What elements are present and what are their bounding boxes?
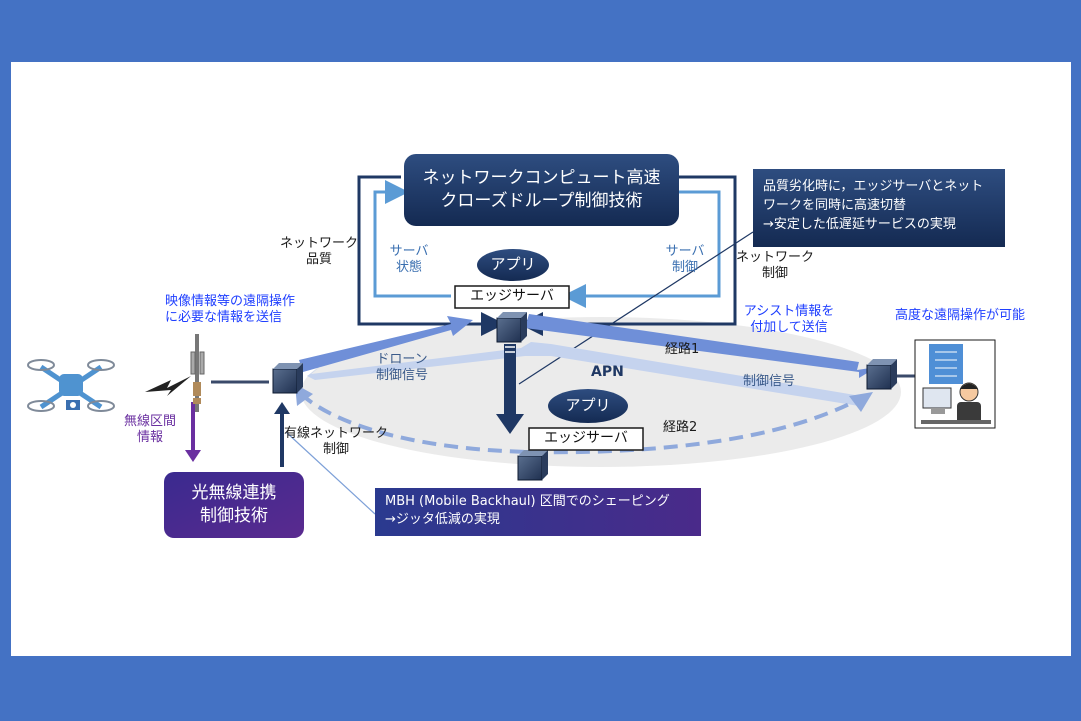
edge-server-box-2 bbox=[528, 427, 644, 451]
quality-line3: →安定した低遅延サービスの実現 bbox=[763, 216, 956, 232]
nc-title-line2: クローズドループ制御技術 bbox=[440, 191, 643, 211]
wireless-signal-icon bbox=[145, 376, 191, 396]
control-signal-label: 制御信号 bbox=[743, 374, 796, 389]
edge2-cube bbox=[517, 450, 548, 481]
drone-control-label: ドローン 制御信号 bbox=[375, 352, 428, 384]
mbh-callout-text: MBH (Mobile Backhaul) 区間でのシェーピング →ジッタ低減の… bbox=[385, 493, 670, 529]
route2-arrowhead-right bbox=[849, 392, 873, 412]
callout-line-mbh bbox=[285, 431, 376, 515]
outer-control-loop bbox=[357, 175, 505, 336]
edge1-cube bbox=[496, 312, 527, 343]
quality-line1: 品質劣化時に，エッジサーバとネット bbox=[763, 179, 984, 194]
app-label-1: アプリ bbox=[490, 255, 536, 273]
route1-arrow bbox=[525, 314, 877, 378]
mbh-line1: MBH (Mobile Backhaul) 区間でのシェーピング bbox=[385, 494, 670, 509]
optical-line2: 制御技術 bbox=[200, 506, 268, 526]
app-label-2: アプリ bbox=[565, 396, 611, 414]
server-state-label: サーバ 状態 bbox=[389, 244, 429, 276]
drone-icon bbox=[27, 359, 115, 412]
remote-operation-label: 高度な遠隔操作が可能 bbox=[895, 308, 1026, 323]
optical-wireless-title: 光無線連携 制御技術 bbox=[164, 472, 304, 538]
nw-quality-label: ネットワーク 品質 bbox=[279, 236, 358, 268]
edge-handover-arrow-body bbox=[504, 344, 516, 414]
server-ctrl-label: サーバ 制御 bbox=[665, 244, 705, 276]
nc-title-line1: ネットワークコンピュート高速 bbox=[422, 168, 661, 189]
outer-control-loop-right bbox=[519, 175, 737, 336]
wireless-info-arrow bbox=[191, 402, 195, 452]
edge-server-label-1: エッジサーバ bbox=[470, 288, 554, 304]
inner-control-loop-right bbox=[562, 190, 721, 308]
video-uplink-arrow bbox=[299, 316, 473, 372]
inner-control-loop bbox=[373, 180, 451, 298]
slide: ネットワークコンピュート高速 クローズドループ制御技術 品質劣化時に，エッジサー… bbox=[11, 62, 1071, 656]
router-cube-remote-side bbox=[866, 359, 897, 390]
router-cube-drone-side bbox=[272, 363, 303, 394]
mbh-line2: →ジッタ低減の実現 bbox=[385, 512, 500, 528]
route2-label: 経路2 bbox=[663, 420, 698, 435]
mbh-callout-box bbox=[375, 488, 701, 536]
route1-label: 経路1 bbox=[665, 342, 700, 357]
wired-control-arrow bbox=[280, 412, 284, 467]
quality-line2: ワークを同時に高速切替 bbox=[763, 197, 907, 213]
nc-control-box bbox=[404, 154, 679, 226]
quality-callout-box bbox=[753, 169, 1005, 247]
nw-ctrl-label: ネットワーク 制御 bbox=[735, 250, 814, 282]
optical-line1: 光無線連携 bbox=[191, 483, 277, 504]
callout-line-quality bbox=[518, 231, 754, 385]
remote-operator-icon bbox=[914, 339, 996, 429]
diagram-canvas bbox=[27, 154, 1005, 538]
wireless-info-label: 無線区間 情報 bbox=[123, 414, 176, 446]
antenna-tower-icon bbox=[190, 334, 205, 412]
app-bubble-1 bbox=[477, 249, 549, 281]
quality-callout-text: 品質劣化時に，エッジサーバとネット ワークを同時に高速切替 →安定した低遅延サー… bbox=[763, 178, 983, 235]
wired-control-label: 有線ネットワーク 制御 bbox=[283, 426, 388, 458]
nc-control-title: ネットワークコンピュート高速 クローズドループ制御技術 bbox=[404, 154, 679, 226]
edge-server-box-1 bbox=[454, 285, 570, 309]
edge-server-label-2: エッジサーバ bbox=[544, 430, 628, 446]
video-info-label: 映像情報等の遠隔操作 に必要な情報を送信 bbox=[165, 294, 296, 326]
optical-wireless-box bbox=[164, 472, 304, 538]
apn-label: APN bbox=[591, 364, 624, 380]
drone-control-arrow bbox=[307, 342, 861, 406]
assist-info-label: アシスト情報を 付加して送信 bbox=[743, 304, 835, 336]
app-bubble-2 bbox=[548, 389, 628, 423]
edge-handover-arrow-head bbox=[496, 414, 524, 434]
